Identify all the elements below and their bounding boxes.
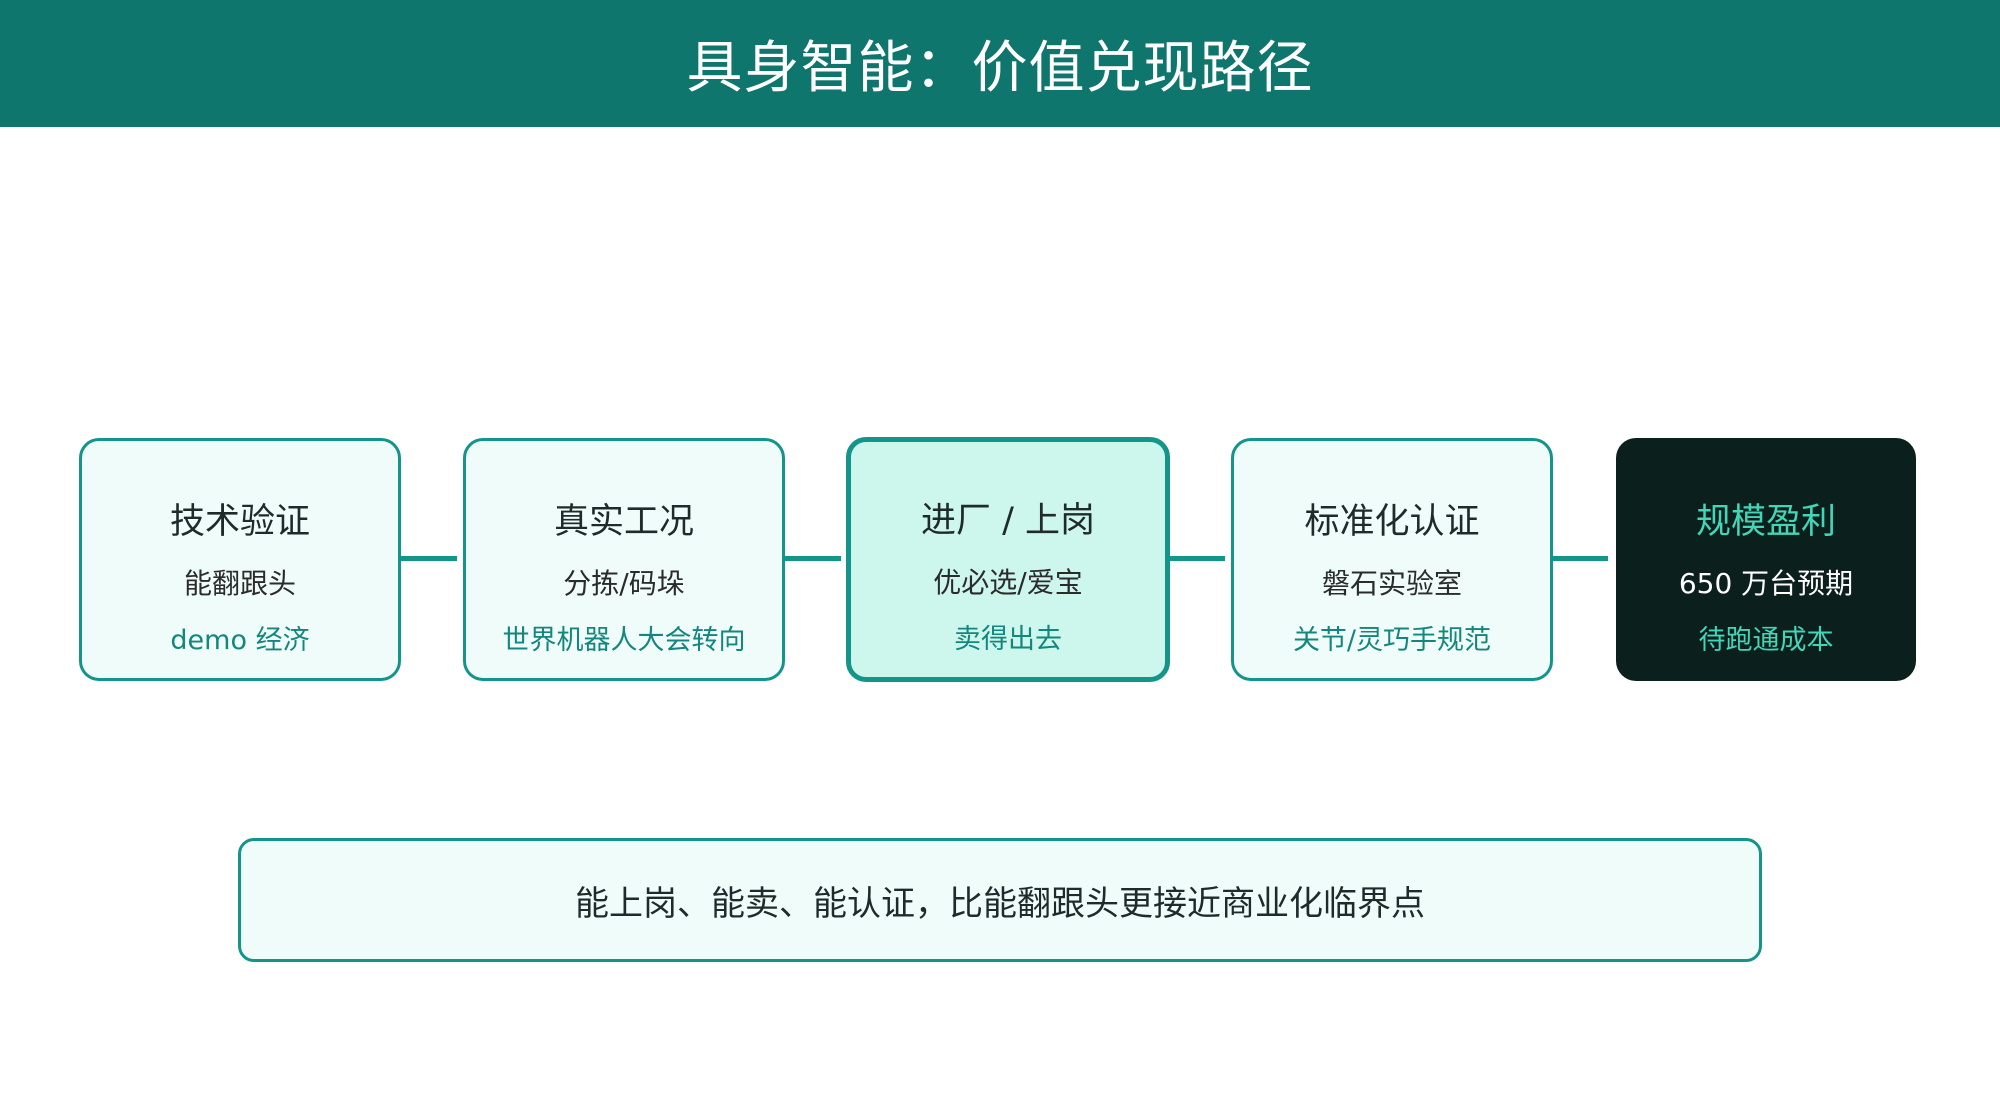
connector-4-5 bbox=[1552, 556, 1608, 561]
step-note: 待跑通成本 bbox=[1698, 625, 1834, 656]
step-detail: 能翻跟头 bbox=[183, 567, 296, 600]
step-card-real-conditions: 真实工况 分拣/码垛 世界机器人大会转向 bbox=[463, 438, 785, 681]
step-detail: 分拣/码垛 bbox=[563, 567, 685, 600]
step-card-technical-validation: 技术验证 能翻跟头 demo 经济 bbox=[79, 438, 401, 681]
connector-1-2 bbox=[400, 556, 457, 561]
summary-text: 能上岗、能卖、能认证，比能翻跟头更接近商业化临界点 bbox=[575, 883, 1425, 924]
header-bar: 具身智能：价值兑现路径 bbox=[0, 0, 2000, 127]
step-detail: 磐石实验室 bbox=[1321, 567, 1462, 600]
step-card-enter-factory: 进厂 / 上岗 优必选/爱宝 卖得出去 bbox=[846, 437, 1170, 682]
step-note: 世界机器人大会转向 bbox=[502, 625, 746, 656]
step-title: 真实工况 bbox=[553, 502, 694, 542]
step-title: 进厂 / 上岗 bbox=[920, 501, 1096, 541]
page-title: 具身智能：价值兑现路径 bbox=[686, 36, 1314, 101]
step-title: 标准化认证 bbox=[1304, 502, 1480, 542]
step-detail: 优必选/爱宝 bbox=[933, 566, 1083, 599]
step-note: 关节/灵巧手规范 bbox=[1292, 625, 1492, 656]
summary-box: 能上岗、能卖、能认证，比能翻跟头更接近商业化临界点 bbox=[238, 838, 1762, 962]
step-title: 规模盈利 bbox=[1695, 502, 1836, 542]
step-card-scale-profit: 规模盈利 650 万台预期 待跑通成本 bbox=[1616, 438, 1916, 681]
step-title: 技术验证 bbox=[169, 502, 310, 542]
connector-3-4 bbox=[1168, 556, 1225, 561]
connector-2-3 bbox=[784, 556, 841, 561]
step-card-standard-certification: 标准化认证 磐石实验室 关节/灵巧手规范 bbox=[1231, 438, 1553, 681]
step-note: 卖得出去 bbox=[954, 624, 1062, 655]
step-note: demo 经济 bbox=[170, 625, 310, 656]
step-detail: 650 万台预期 bbox=[1678, 567, 1854, 600]
